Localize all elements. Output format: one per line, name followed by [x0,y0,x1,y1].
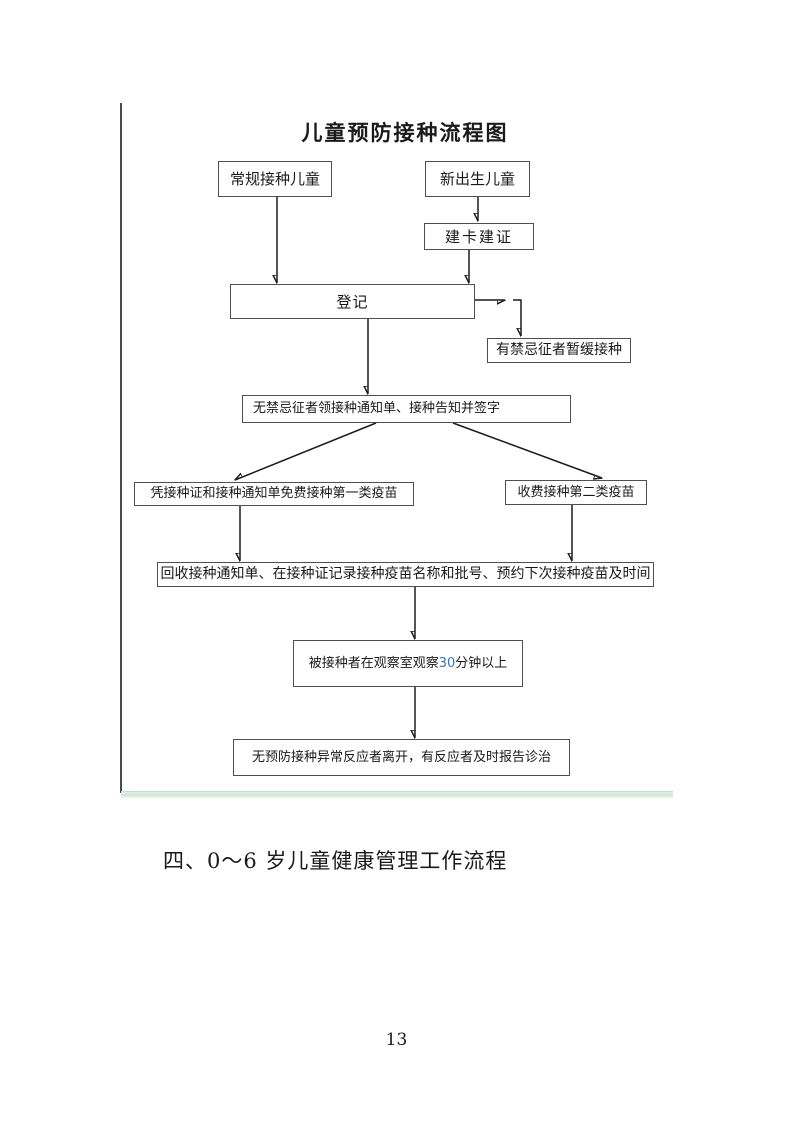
node-newborn-children: 新出生儿童 [425,161,530,197]
observe-text-pre: 被接种者在观察室观察 [308,655,439,671]
node-create-card-certificate: 建卡建证 [424,223,534,250]
node-notice-sign: 无禁忌征者领接种通知单、接种告知并签字 [242,395,571,423]
node-recycle-record-appointment: 回收接种通知单、在接种证记录接种疫苗名称和批号、预约下次接种疫苗及时间 [157,562,654,587]
section-heading: 四、0～6 岁儿童健康管理工作流程 [163,849,508,873]
figure-left-border [120,103,122,793]
connector-register-contra [513,299,522,336]
node-registration: 登记 [230,284,475,319]
flowchart-title: 儿童预防接种流程图 [301,121,509,145]
node-regular-children: 常规接种儿童 [218,161,332,197]
connector-notice-paid [452,422,602,478]
observe-minutes-value: 30 [438,655,456,671]
node-paid-class2-vaccine: 收费接种第二类疫苗 [505,480,647,505]
node-observe-30min: 被接种者在观察室观察 30 分钟以上 [293,640,523,687]
node-contraindicated-postpone: 有禁忌征者暂缓接种 [487,338,631,363]
node-leave-or-report: 无预防接种异常反应者离开，有反应者及时报告诊治 [233,739,570,776]
page-number: 13 [385,1030,408,1050]
node-free-class1-vaccine: 凭接种证和接种通知单免费接种第一类疫苗 [134,482,414,506]
observe-text-post: 分钟以上 [455,655,508,671]
figure-bottom-bar [121,791,673,798]
connector-notice-free [235,422,377,480]
